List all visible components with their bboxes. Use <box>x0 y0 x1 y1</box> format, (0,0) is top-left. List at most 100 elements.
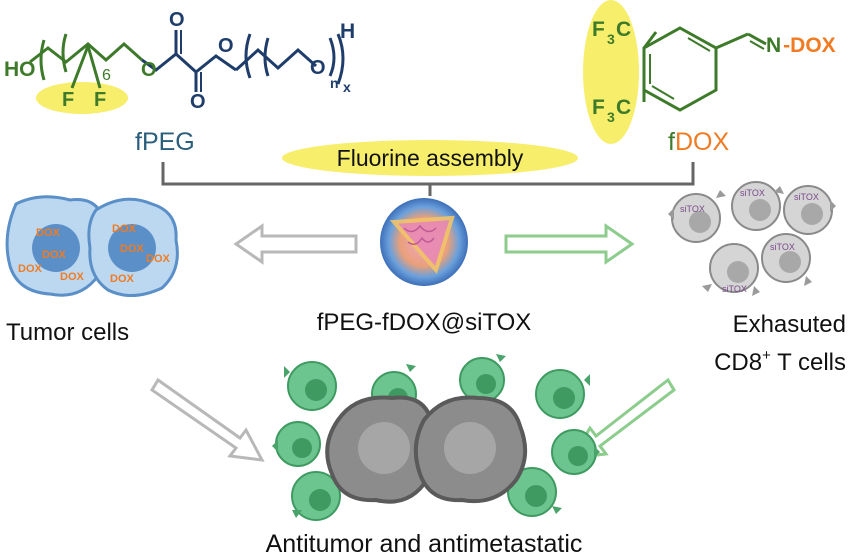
activated-tcell-spikes <box>272 354 600 518</box>
fdox-fluorine-highlight <box>583 0 639 144</box>
tcells-label-sup: + <box>762 347 771 364</box>
tumor-dox-7: DOX <box>146 253 171 265</box>
fpeg-o-peg-text: O <box>310 57 326 79</box>
tcell-green-spike <box>584 374 590 386</box>
fdox-cf3-top-bond <box>642 31 658 49</box>
tcell-green-nucleus-3 <box>476 374 496 394</box>
fpeg-sub-x-text: x <box>343 79 351 95</box>
fdox-imine-text: N-DOX <box>766 34 836 57</box>
fdox-label-f: f <box>668 128 675 156</box>
tcell-green-spike <box>496 354 506 362</box>
tumor-dox-1: DOX <box>36 227 61 239</box>
tcell-spike <box>804 276 812 286</box>
exhausted-tcell-nuclei <box>689 199 823 283</box>
tumor-nucleus-2 <box>108 224 156 272</box>
fpeg-h-text: H <box>340 20 355 43</box>
fpeg-o-carbonyl-top-text: O <box>169 9 185 31</box>
exhausted-tcell-sitox: siTOX siTOX siTOX siTOX siTOX <box>680 188 819 294</box>
fdox-cf3-bottom-f: F <box>592 96 605 119</box>
sitox-4: siTOX <box>770 242 795 252</box>
fpeg-bracket-inner <box>61 33 68 73</box>
tcell-green-nucleus-7 <box>568 446 588 466</box>
fdox-structure: F 3 C F 3 C N-DOX fDOX <box>583 0 836 156</box>
fpeg-cf-bond-right <box>86 45 102 89</box>
tcell-green-spike <box>594 446 600 458</box>
fdox-imine-bond-3 <box>749 40 765 50</box>
fdox-imine-bond-1 <box>715 32 749 50</box>
fpeg-o-ether-text: O <box>141 59 157 81</box>
nanoparticle-label: fPEG-fDOX@siTOX <box>317 309 532 336</box>
fdox-label-dox: DOX <box>675 128 730 156</box>
fpeg-f-left-text: F <box>62 89 74 111</box>
tcell-spike <box>702 284 712 292</box>
fpeg-structure: HO F F 6 O O O O O n x H fPEG <box>4 9 355 156</box>
tcell-green-spike <box>552 506 562 514</box>
fpeg-ester-chain <box>141 52 237 74</box>
tumor-dox-3: DOX <box>18 263 43 275</box>
assembly-label: Fluorine assembly <box>337 145 524 171</box>
activated-tcell-nuclei <box>292 374 588 511</box>
exhausted-tcell-spikes <box>668 186 836 296</box>
assembly-highlight <box>282 140 578 176</box>
tcell-green-spike <box>284 366 290 378</box>
tcell-spike <box>752 286 760 296</box>
fdox-label: fDOX <box>668 128 729 156</box>
sitox-5: siTOX <box>722 284 747 294</box>
outcome-tumor-nucleus-1 <box>358 422 410 474</box>
fdox-cf3-bottom-sub: 3 <box>607 109 615 125</box>
fpeg-o-carbonyl-bottom-text: O <box>190 91 206 113</box>
fpeg-f-right-text: F <box>94 89 106 111</box>
tcell-green-nucleus-6 <box>309 489 331 511</box>
tcell-spike <box>830 200 836 212</box>
fluorine-assembly: Fluorine assembly <box>161 140 695 196</box>
tcell-gray-nucleus-4 <box>727 261 749 283</box>
sitox-3: siTOX <box>794 192 819 202</box>
tcell-spike <box>716 190 726 198</box>
fpeg-fluorine-highlight <box>36 82 128 114</box>
arrow-to-tcells <box>504 223 635 265</box>
tcell-gray-nucleus-1 <box>689 211 711 233</box>
sitox-1: siTOX <box>680 204 705 214</box>
fpeg-ho-text: HO <box>4 58 36 81</box>
tumor-cells: DOX DOX DOX DOX DOX DOX DOX DOX Tumor ce… <box>5 195 179 346</box>
sitox-2: siTOX <box>740 188 765 198</box>
outcome-tumor <box>325 395 528 504</box>
tcell-spike <box>668 208 674 220</box>
fdox-cf3-top-f: F <box>592 18 605 41</box>
fdox-benzene-ring <box>642 26 718 112</box>
tumor-dox-4: DOX <box>60 271 85 283</box>
tcell-green-spike <box>272 440 278 452</box>
fpeg-sub-6-text: 6 <box>102 67 111 84</box>
tcell-gray-nucleus-5 <box>779 251 801 273</box>
tumor-nucleus-1 <box>32 224 80 272</box>
fpeg-sub-n-text: n <box>330 75 339 91</box>
tcell-green-nucleus-1 <box>305 379 327 401</box>
fpeg-bracket-peg-left <box>244 33 252 79</box>
outcome-tumor-nucleus-2 <box>444 422 496 474</box>
fpeg-peg-chain <box>234 47 317 72</box>
tcells-label-line1: Exhasuted <box>733 311 846 338</box>
tcell-spike <box>774 186 784 194</box>
tcells-label-rest: T cells <box>771 349 846 376</box>
tcell-green-spike <box>292 510 302 518</box>
fdox-cf3-top-sub: 3 <box>607 31 615 47</box>
outcome-label: Antitumor and antimetastatic <box>266 530 583 558</box>
fdox-ring-double-2 <box>651 85 675 100</box>
arrow-to-tumor <box>233 223 358 265</box>
fdox-cf3-top-c: C <box>616 18 631 41</box>
tcell-green-nucleus-8 <box>525 485 547 507</box>
tumor-dox-5: DOX <box>112 223 137 235</box>
tumor-dox-2: DOX <box>42 249 67 261</box>
tcell-green-nucleus-4 <box>553 387 575 409</box>
tcell-gray-nucleus-2 <box>749 199 771 221</box>
tcells-label-line2: CD8+ T cells <box>714 347 846 376</box>
tcell-green-nucleus-5 <box>292 438 312 458</box>
fpeg-bracket-left <box>39 39 46 81</box>
assembly-bracket <box>161 162 695 186</box>
tcell-green-spike <box>406 364 416 372</box>
fpeg-bracket-outer-right <box>336 33 345 85</box>
fpeg-alkyl-chain <box>29 41 143 64</box>
tumor-label: Tumor cells <box>6 319 129 346</box>
fdox-cf3-bottom-c: C <box>616 96 631 119</box>
